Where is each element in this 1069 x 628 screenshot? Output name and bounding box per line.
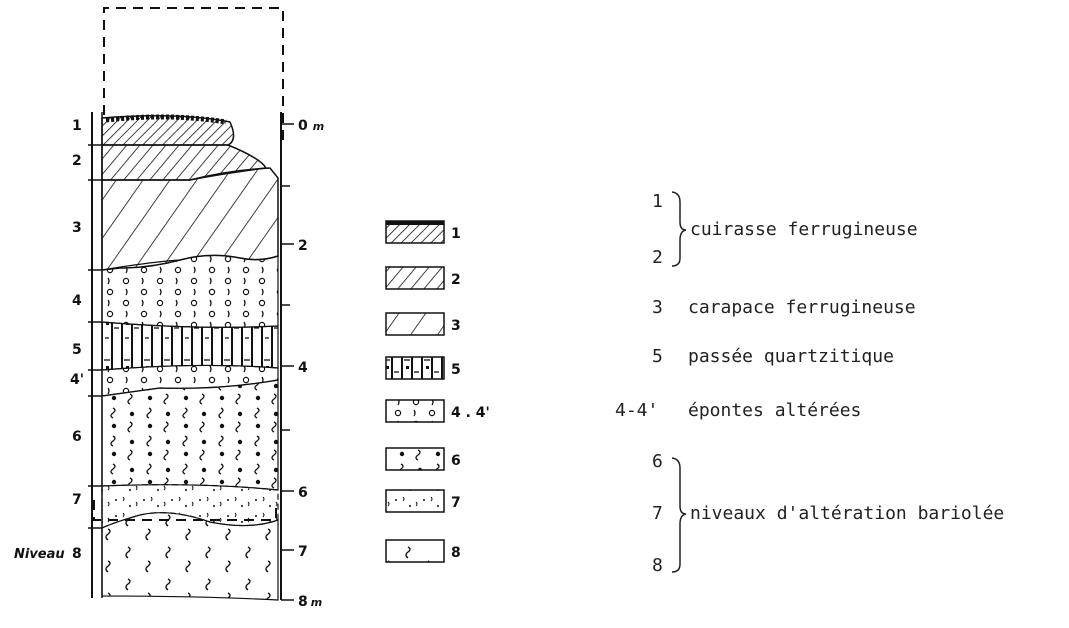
key-box-5: 5 bbox=[386, 357, 461, 379]
svg-text:8: 8 bbox=[451, 545, 461, 561]
depth-mark: 7 bbox=[298, 544, 308, 560]
layer-label: 1 bbox=[72, 118, 82, 134]
key-box-6: 6 bbox=[386, 448, 461, 470]
svg-text:6: 6 bbox=[451, 453, 461, 469]
svg-text:1: 1 bbox=[451, 226, 461, 242]
layer-label: 5 bbox=[72, 342, 82, 358]
pattern-key: 1 2 3 5 4 . 4' 6 7 8 bbox=[386, 221, 490, 562]
legend-text: épontes altérées bbox=[688, 400, 861, 421]
legend-number: 1 bbox=[652, 191, 663, 212]
legend-number: 7 bbox=[652, 503, 663, 524]
key-box-2: 2 bbox=[386, 267, 461, 289]
svg-text:2: 2 bbox=[451, 272, 461, 288]
key-box-4-4prime: 4 . 4' bbox=[386, 400, 490, 422]
legend-brace-2 bbox=[672, 458, 686, 572]
layer-label: 4 bbox=[72, 293, 82, 309]
key-box-3: 3 bbox=[386, 313, 461, 335]
soil-column bbox=[88, 112, 294, 600]
svg-text:3: 3 bbox=[451, 318, 461, 334]
legend-text: carapace ferrugineuse bbox=[688, 297, 916, 318]
svg-text:4 . 4': 4 . 4' bbox=[451, 405, 490, 421]
layer-label: 3 bbox=[72, 220, 82, 236]
legend-number: 5 bbox=[652, 346, 663, 367]
niveau-label: Niveau bbox=[14, 547, 65, 562]
legend-number: 6 bbox=[652, 451, 663, 472]
depth-bottom-unit: m bbox=[311, 596, 322, 609]
legend-brace-1 bbox=[672, 192, 686, 266]
key-box-8: 8 bbox=[386, 540, 461, 562]
legend-number: 3 bbox=[652, 297, 663, 318]
depth-mark: 2 bbox=[298, 238, 308, 254]
depth-unit: m bbox=[313, 120, 324, 133]
depth-mark: 4 bbox=[298, 360, 308, 376]
depth-mark: 6 bbox=[298, 485, 308, 501]
layer-6-fill bbox=[102, 380, 278, 490]
key-box-7: 7 bbox=[386, 490, 461, 512]
layer-label: 8 bbox=[72, 546, 82, 562]
svg-text:8m: 8m bbox=[298, 594, 322, 610]
layer-8-fill bbox=[102, 513, 278, 600]
legend-text: cuirasse ferrugineuse bbox=[690, 219, 918, 240]
layer-labels: 1 2 3 4 5 4' 6 7 Niveau 8 bbox=[14, 118, 84, 562]
svg-text:7: 7 bbox=[451, 495, 461, 511]
svg-text:5: 5 bbox=[451, 362, 461, 378]
key-box-1: 1 bbox=[386, 221, 461, 243]
legend-number: 2 bbox=[652, 247, 663, 268]
layer-label: 2 bbox=[72, 153, 82, 169]
legend-text: niveaux d'altération bariolée bbox=[690, 503, 1004, 524]
layer-label: 4' bbox=[70, 372, 84, 388]
depth-bottom: 8 bbox=[298, 594, 308, 610]
layer-label: 6 bbox=[72, 429, 82, 445]
legend-number: 4-4' bbox=[615, 400, 658, 421]
layer-5-fill bbox=[102, 322, 278, 370]
depth-zero: 0 bbox=[298, 118, 308, 134]
legend: 1 2 cuirasse ferrugineuse 3 carapace fer… bbox=[615, 191, 1004, 576]
layer-4-fill bbox=[102, 255, 278, 327]
svg-text:0m: 0m bbox=[298, 118, 324, 134]
legend-number: 8 bbox=[652, 555, 663, 576]
legend-text: passée quartzitique bbox=[688, 346, 894, 367]
layer-3-fill bbox=[102, 168, 278, 270]
layer-label: 7 bbox=[72, 492, 82, 508]
